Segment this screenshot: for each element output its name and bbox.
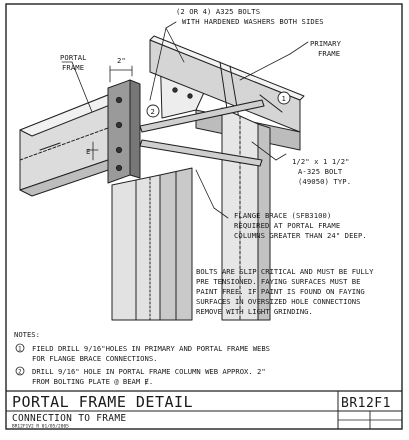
general-notes: NOTES: 1 FIELD DRILL 9/16"HOLES IN PRIMA… [14,330,270,386]
note-2-marker [15,366,25,376]
bolt-spec-line2: A-325 BOLT [298,167,343,176]
bolt-spec-line3: (49050) TYP. [298,177,351,186]
bolt-note-line: SURFACES IN OVERSIZED HOLE CONNECTIONS [196,297,360,306]
portal-frame-label-line2: FRAME [62,63,84,72]
bolt-note: BOLTS ARE SLIP CRITICAL AND MUST BE FULL… [196,267,374,316]
title-block: PORTAL FRAME DETAIL CONNECTION TO FRAME … [6,390,402,430]
marker-1-label: 1 [282,94,286,103]
note-1-line2: FOR FLANGE BRACE CONNECTIONS. [32,354,158,363]
primary-frame-label-line2: FRAME [318,49,340,58]
bolts-callout-line2: WITH HARDENED WASHERS BOTH SIDES [182,17,324,26]
marker-circles [146,91,291,118]
flange-brace-line1: FLANGE BRACE (SFB3100) [234,211,331,220]
bolt-note-line: PRE TENSIONED. FAYING SURFACES MUST BE [196,277,360,286]
notes-heading: NOTES: [14,330,40,339]
title-text: PORTAL FRAME DETAIL [12,393,193,411]
bolt-note-line: REMOVE WITH LIGHT GRINDING. [196,307,313,316]
flange-brace-line3: COLUMNS GREATER THAN 24" DEEP. [234,231,367,240]
portal-frame-column [111,167,193,321]
dimension-top-label: 2" [117,56,126,65]
flange-braces [139,94,283,167]
drawing-number: BR12F1 [341,396,391,411]
note-1-line1: FIELD DRILL 9/16"HOLES IN PRIMARY AND PO… [32,344,270,353]
portal-frame-beam [19,94,121,197]
bolt-spec-line1: 1/2" x 1 1/2" [292,157,350,166]
note-2-line2: FROM BOLTING PLATE @ BEAM Ɇ. [32,377,153,386]
bolt-note-line: BOLTS ARE SLIP CRITICAL AND MUST BE FULL… [196,267,374,276]
bolting-plate [107,79,141,184]
marker-2-label: 2 [151,107,155,116]
dimension-marks [87,65,133,161]
dimension-side-label: E [86,147,90,156]
portal-frame-label-line1: PORTAL [60,53,87,62]
note-2-marker-label: 2 [18,369,22,376]
note-1-marker [15,343,25,353]
flange-brace-line2: REQUIRED AT PORTAL FRAME [234,221,340,230]
subtitle-text: CONNECTION TO FRAME [12,413,126,424]
bolt-note-line: PAINT FREE. IF PAINT IS FOUND ON FAYING [196,287,365,296]
note-1-marker-label: 1 [18,346,22,353]
note-2-line1: DRILL 9/16" HOLE IN PORTAL FRAME COLUMN … [32,367,266,376]
illustration [19,21,309,321]
bolts-callout-line1: (2 OR 4) A325 BOLTS [176,7,260,16]
primary-frame-label-line1: PRIMARY [310,39,342,48]
leader-lines [61,21,309,219]
file-reference: BR12F1V2 R 01/05/2005 [12,424,69,430]
sheet-border [5,3,403,430]
